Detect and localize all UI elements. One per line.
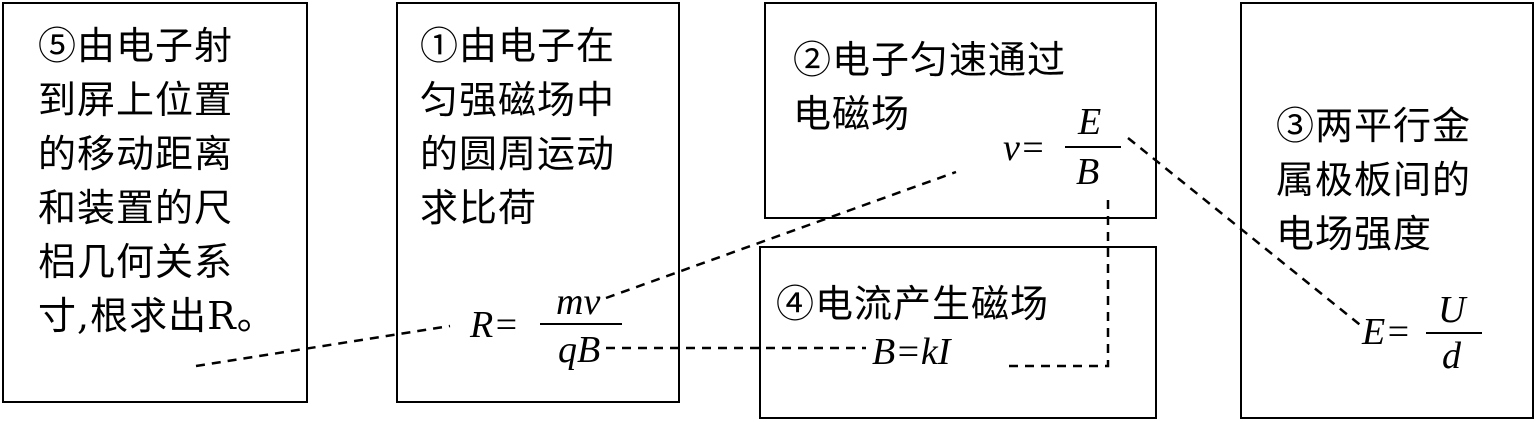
box-2-formula-denominator: B	[1076, 151, 1100, 193]
box-1-line-1: ①由电子在	[420, 24, 616, 68]
box-1-line-3: 的圆周运动	[420, 132, 616, 176]
box-3-fraction-bar	[1426, 332, 1482, 334]
connector-box1-to-box2	[605, 170, 957, 300]
box-5-line-4: 和装置的尺	[38, 186, 234, 230]
box-1-formula-lhs: R=	[470, 304, 519, 346]
box-5-line-2: 到屏上位置	[38, 78, 234, 122]
box-2-line-1: ②电子匀速通过	[793, 38, 1067, 82]
box-4-line-1: ④电流产生磁场	[776, 282, 1050, 326]
box-1-line-4: 求比荷	[420, 186, 538, 230]
box-5-line-5: 梠几何关系	[38, 240, 234, 284]
connector-box2-to-box4	[1004, 200, 1110, 368]
box-3-line-3: 电场强度	[1276, 212, 1433, 256]
box-5-line-1: ⑤由电子射	[38, 24, 234, 68]
box-2-formula-numerator: E	[1078, 101, 1102, 143]
box-2-fraction-bar	[1065, 146, 1121, 148]
box-2-frame	[764, 2, 1157, 219]
box-4-formula: B=kI	[872, 331, 951, 373]
box-3-frame	[1240, 2, 1534, 419]
box-3-line-1: ③两平行金	[1276, 104, 1472, 148]
box-3-formula-numerator: U	[1438, 289, 1466, 331]
box-5-line-6: 寸,根求出R。	[38, 294, 276, 338]
box-2-formula-lhs: v=	[1003, 127, 1046, 169]
box-5-frame	[2, 2, 308, 403]
box-5-line-3: 的移动距离	[38, 132, 234, 176]
box-3-formula-lhs: E=	[1362, 311, 1411, 353]
box-1-frame	[396, 2, 680, 403]
box-1-formula-denominator: qB	[558, 329, 601, 371]
box-1-formula-numerator: mv	[556, 281, 601, 323]
box-1-line-2: 匀强磁场中	[420, 78, 616, 122]
connector-box2-to-box3	[1127, 137, 1365, 329]
box-4-frame	[759, 246, 1157, 419]
box-3-formula-denominator: d	[1442, 335, 1461, 377]
box-2-line-2: 电磁场	[793, 92, 911, 136]
box-1-fraction-bar	[540, 323, 622, 325]
connector-box1-to-box5	[195, 324, 451, 368]
box-3-line-2: 属极板间的	[1276, 158, 1472, 202]
